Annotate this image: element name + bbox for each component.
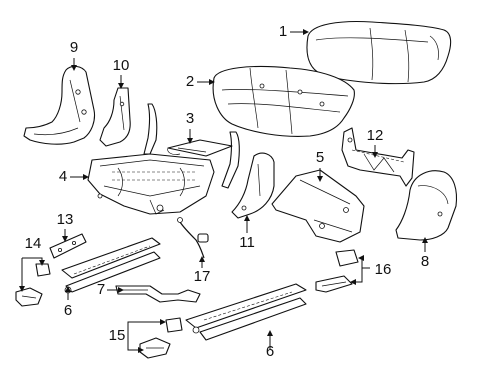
track-cover [49, 233, 87, 259]
seat-frame [87, 103, 240, 215]
callout-6-right: 6 [265, 343, 275, 360]
callout-5: 5 [315, 149, 325, 166]
leader-lines [19, 29, 428, 353]
seat-module [167, 139, 233, 157]
callout-16: 16 [374, 261, 392, 278]
arrow-17 [199, 256, 205, 262]
bracket-assembly [341, 127, 415, 187]
arrow-3 [187, 138, 193, 144]
callout-11: 11 [239, 234, 255, 251]
arrow-4 [83, 174, 89, 180]
arrow-9 [71, 65, 77, 71]
callout-12: 12 [366, 127, 384, 144]
arrow-13 [62, 236, 68, 242]
arrow-16b [350, 279, 356, 285]
callout-1: 1 [278, 23, 288, 40]
release-cable [177, 217, 209, 259]
arrow-7 [118, 287, 124, 293]
inner-trim-panel [231, 152, 275, 219]
callout-9: 9 [69, 39, 79, 56]
cross-rod [115, 285, 201, 303]
track-cap-upper [335, 249, 359, 267]
callout-3: 3 [185, 110, 195, 127]
callout-2: 2 [185, 73, 195, 90]
cover-clip-lower [15, 287, 43, 307]
callout-8: 8 [420, 253, 430, 270]
riser-bracket [271, 169, 365, 243]
outer-trim-panel [23, 65, 96, 145]
end-cover [395, 170, 458, 241]
track-cap-lower [315, 275, 353, 293]
callout-6-left: 6 [63, 302, 73, 319]
arrow-2 [209, 79, 215, 85]
track-end-clip-lower [139, 337, 171, 359]
arrow-14a [19, 286, 25, 292]
callout-13: 13 [56, 211, 74, 228]
callout-4: 4 [58, 168, 68, 185]
callout-15: 15 [108, 327, 126, 344]
arrow-10 [118, 83, 124, 89]
arrow-15b [160, 319, 166, 325]
arrow-1 [303, 29, 309, 35]
callout-7: 7 [96, 281, 106, 298]
side-shield [99, 87, 131, 147]
arrow-15a [138, 347, 144, 353]
leader-16b [354, 268, 363, 283]
arrow-6b [267, 330, 273, 336]
callout-14: 14 [24, 235, 42, 252]
arrow-14b [39, 260, 45, 266]
cover-clip-upper [35, 263, 51, 277]
arrow-12 [372, 152, 378, 158]
arrow-11 [244, 215, 250, 221]
seat-cushion-pad [212, 65, 355, 137]
right-seat-track [185, 283, 307, 341]
arrow-6a [65, 286, 71, 292]
callout-10: 10 [112, 57, 130, 74]
arrow-16a [358, 255, 364, 261]
callout-17: 17 [193, 268, 211, 285]
leader-15a [127, 336, 140, 351]
arrow-5 [317, 176, 323, 182]
leader-15b [127, 321, 162, 336]
arrow-8 [422, 237, 428, 243]
track-end-clip-upper [165, 317, 183, 333]
